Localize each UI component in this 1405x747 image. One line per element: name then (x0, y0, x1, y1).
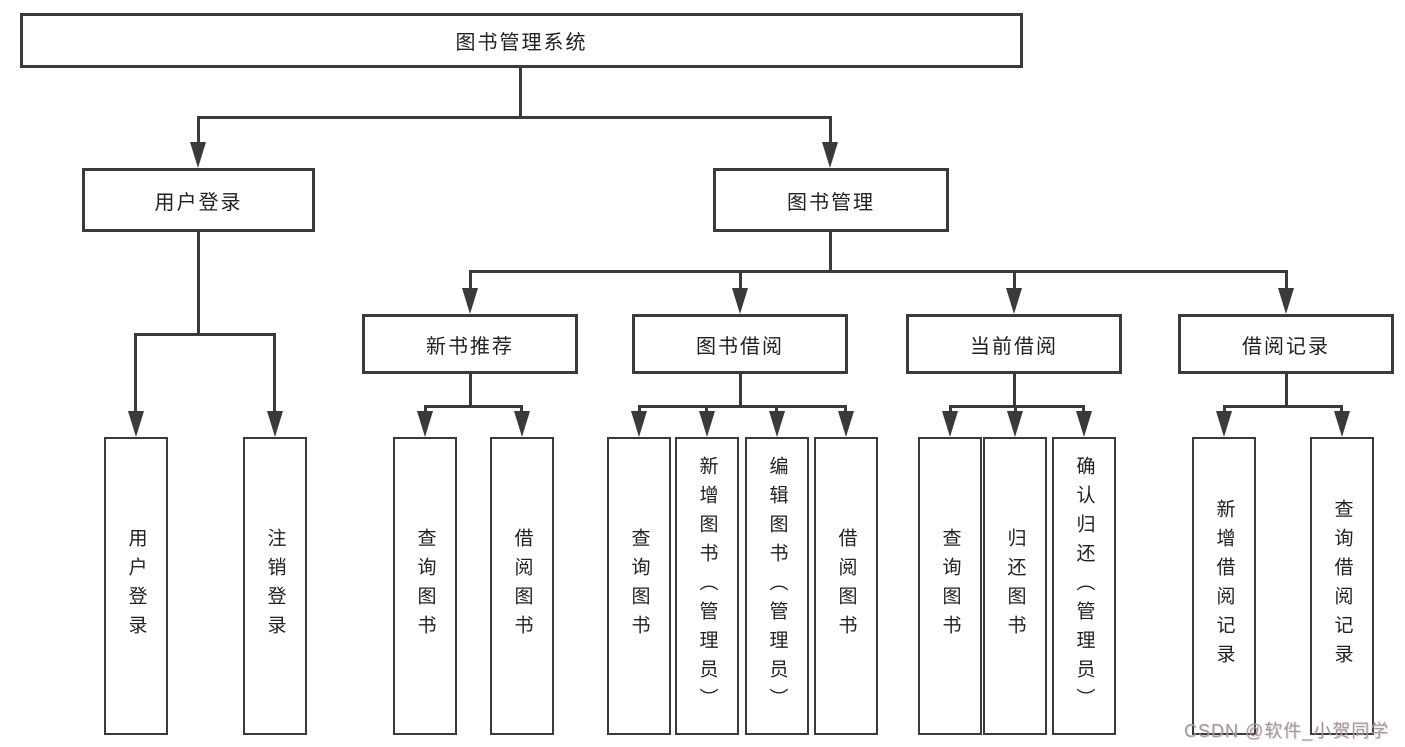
leaf-label: 归还图书 (1004, 528, 1026, 644)
leaf-label: 编辑图书（管理员） (766, 455, 788, 717)
node-user-login: 用户登录 (82, 168, 315, 232)
connector-line (739, 270, 742, 292)
arrow-down-icon (190, 142, 206, 168)
leaf-label: 确认归还（管理员） (1073, 455, 1095, 717)
leaf-label: 查询图书 (939, 528, 961, 644)
leaf-borrow-query-books: 查询图书 (607, 437, 671, 735)
node-library-system: 图书管理系统 (20, 13, 1023, 68)
connector-line (424, 405, 427, 414)
leaf-label: 新增图书（管理员） (696, 455, 718, 717)
connector-line (1223, 405, 1226, 414)
leaf-records-query-record: 查询借阅记录 (1310, 437, 1374, 735)
leaf-label: 查询借阅记录 (1331, 499, 1353, 673)
connector-line (1285, 374, 1288, 407)
connector-line (519, 68, 522, 118)
connector-line (775, 405, 778, 414)
arrow-down-icon (1278, 288, 1294, 314)
arrow-down-icon (514, 411, 530, 437)
connector-line (638, 405, 847, 408)
connector-line (469, 270, 1288, 273)
arrow-down-icon (838, 411, 854, 437)
node-label: 新书推荐 (426, 335, 514, 358)
connector-line (739, 374, 742, 407)
watermark: CSDN @软件_小贺同学 (1184, 721, 1390, 741)
leaf-label: 注销登录 (264, 528, 286, 644)
node-current-borrowing: 当前借阅 (906, 314, 1122, 374)
connector-line (197, 116, 200, 148)
arrow-down-icon (631, 411, 647, 437)
connector-line (134, 333, 276, 336)
connector-line (1013, 374, 1016, 407)
leaf-borrow-edit-books-admin: 编辑图书（管理员） (745, 437, 809, 735)
connector-line (1340, 405, 1343, 414)
node-book-borrowing: 图书借阅 (632, 314, 848, 374)
arrow-down-icon (699, 411, 715, 437)
leaf-label: 查询图书 (414, 528, 436, 644)
arrow-down-icon (128, 411, 144, 437)
leaf-label: 新增借阅记录 (1213, 499, 1235, 673)
connector-line (469, 270, 472, 292)
arrow-down-icon (822, 142, 838, 168)
connector-line (134, 333, 137, 413)
node-new-book-recommendation: 新书推荐 (362, 314, 578, 374)
leaf-label: 查询图书 (628, 528, 650, 644)
node-label: 当前借阅 (970, 335, 1058, 358)
connector-line (1082, 405, 1085, 414)
connector-line (469, 374, 472, 407)
leaf-current-confirm-return-admin: 确认归还（管理员） (1052, 437, 1116, 735)
leaf-current-return-books: 归还图书 (983, 437, 1047, 735)
leaf-label: 借阅图书 (511, 528, 533, 644)
leaf-label: 用户登录 (125, 528, 147, 644)
leaf-borrow-borrow-books: 借阅图书 (814, 437, 878, 735)
connector-line (949, 405, 952, 414)
connector-line (1014, 405, 1017, 414)
connector-line (520, 405, 523, 414)
leaf-logout: 注销登录 (243, 437, 307, 735)
leaf-current-query-books: 查询图书 (918, 437, 982, 735)
connector-line (844, 405, 847, 414)
leaf-records-add-record: 新增借阅记录 (1192, 437, 1256, 735)
node-label: 图书管理 (787, 191, 875, 214)
node-borrowing-records: 借阅记录 (1178, 314, 1394, 374)
node-label: 图书管理系统 (455, 32, 588, 54)
arrow-down-icon (462, 288, 478, 314)
node-label: 借阅记录 (1242, 335, 1330, 358)
arrow-down-icon (1076, 411, 1092, 437)
leaf-label: 借阅图书 (835, 528, 857, 644)
arrow-down-icon (732, 288, 748, 314)
connector-line (197, 232, 200, 335)
arrow-down-icon (769, 411, 785, 437)
connector-line (638, 405, 641, 414)
connector-line (424, 405, 523, 408)
node-book-management: 图书管理 (713, 168, 949, 232)
connector-line (949, 405, 1085, 408)
arrow-down-icon (1334, 411, 1350, 437)
leaf-newbook-query-books: 查询图书 (393, 437, 457, 735)
leaf-borrow-add-books-admin: 新增图书（管理员） (675, 437, 739, 735)
arrow-down-icon (942, 411, 958, 437)
connector-line (1223, 405, 1343, 408)
connector-line (705, 405, 708, 414)
node-label: 图书借阅 (696, 335, 784, 358)
connector-line (1285, 270, 1288, 292)
connector-line (197, 116, 832, 119)
node-label: 用户登录 (154, 191, 243, 214)
arrow-down-icon (1006, 288, 1022, 314)
arrow-down-icon (1007, 411, 1023, 437)
connector-line (829, 116, 832, 148)
connector-line (1013, 270, 1016, 292)
leaf-newbook-borrow-books: 借阅图书 (490, 437, 554, 735)
connector-line (273, 333, 276, 413)
arrow-down-icon (417, 411, 433, 437)
connector-line (829, 232, 832, 273)
arrow-down-icon (1216, 411, 1232, 437)
arrow-down-icon (267, 411, 283, 437)
leaf-user-login: 用户登录 (104, 437, 168, 735)
